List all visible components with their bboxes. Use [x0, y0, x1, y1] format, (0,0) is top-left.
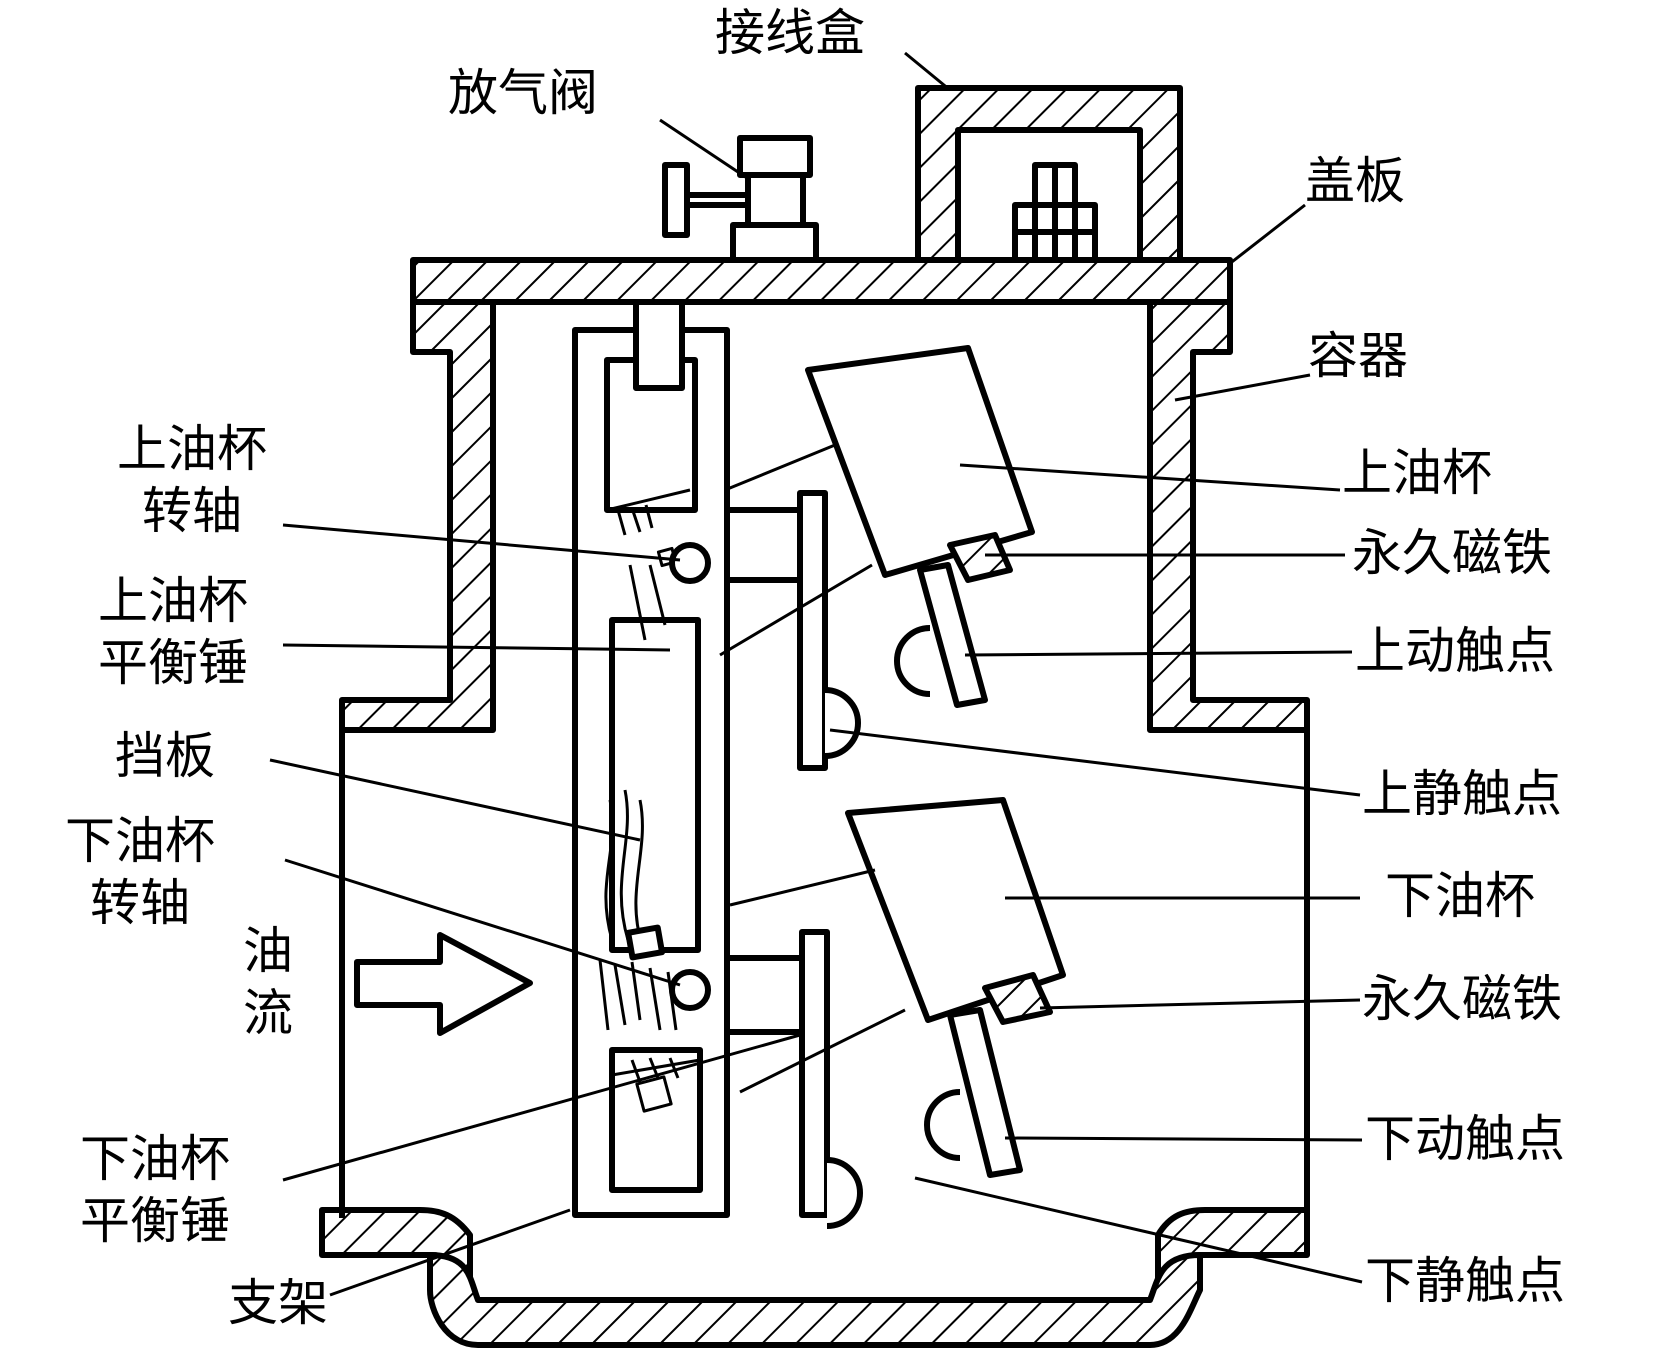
- container-bottom-basin: [427, 1252, 1203, 1348]
- upper-cup-assembly: [727, 345, 1035, 771]
- lower-magnet: [982, 972, 1053, 1025]
- lower-moving-contact: [924, 1089, 961, 1161]
- lower-cup-assembly: [727, 797, 1066, 1229]
- upper-cup-shaft-pivot: [669, 542, 711, 584]
- label-baffle: 挡板: [115, 727, 215, 785]
- label-upper-static-contact: 上静触点: [1362, 765, 1562, 823]
- lower-cup-shaft-pivot: [669, 969, 711, 1011]
- label-upper-cup: 上油杯: [1342, 444, 1492, 502]
- label-upper-moving-contact: 上动触点: [1355, 622, 1555, 680]
- label-cover-plate: 盖板: [1305, 152, 1405, 210]
- leader-lines: [269, 51, 1363, 1297]
- label-oil-flow-line2: 流: [243, 984, 293, 1042]
- label-upper-cup-counterweight: 上油杯 平衡锤: [58, 570, 288, 694]
- label-upper-cup-shaft: 上油杯 转轴: [92, 418, 292, 542]
- upper-magnet: [947, 532, 1013, 583]
- label-lower-moving-contact: 下动触点: [1365, 1110, 1565, 1168]
- vent-valve: [662, 135, 819, 263]
- cover-plate: [410, 257, 1233, 305]
- label-junction-box: 接线盒: [715, 4, 865, 62]
- lower-static-contact: [826, 1157, 863, 1229]
- label-upper-cup-counterweight-line2: 平衡锤: [98, 634, 248, 692]
- label-oil-flow-line1: 油: [243, 922, 293, 980]
- label-permanent-magnet-lower: 永久磁铁: [1362, 970, 1562, 1028]
- lower-moving-contact-arm: [947, 1007, 1023, 1178]
- label-lower-cup-shaft-line1: 下油杯: [65, 812, 215, 870]
- baffle-slot: [609, 617, 701, 953]
- label-lower-cup: 下油杯: [1385, 867, 1535, 925]
- container-right-wall: [1147, 299, 1310, 733]
- container-walls: [319, 299, 1310, 1348]
- label-upper-cup-counterweight-line1: 上油杯: [98, 572, 248, 630]
- lower-counterweight-details: [611, 1057, 701, 1113]
- label-oil-flow: 油 流: [238, 920, 298, 1044]
- label-upper-cup-shaft-line1: 上油杯: [117, 420, 267, 478]
- oil-stream-lines: [598, 959, 678, 1031]
- baffle: [604, 789, 644, 946]
- label-vent-valve: 放气阀: [448, 64, 598, 122]
- lower-cup: [845, 797, 1066, 1023]
- upper-pivot-block: [633, 299, 685, 391]
- label-lower-cup-counterweight-line2: 平衡锤: [80, 1192, 230, 1250]
- container-left-wall: [339, 299, 496, 733]
- bracket: [572, 299, 730, 1218]
- junction-box: [915, 85, 1183, 263]
- label-permanent-magnet-upper: 永久磁铁: [1352, 524, 1552, 582]
- label-bracket: 支架: [228, 1274, 328, 1332]
- label-lower-cup-shaft: 下油杯 转轴: [40, 810, 240, 934]
- upper-static-contact: [824, 687, 861, 759]
- upper-static-contact-bar: [797, 490, 828, 771]
- lower-chamber-outline: [339, 700, 1310, 1218]
- oil-flow-arrow: [354, 932, 533, 1036]
- lower-static-contact-bar: [799, 929, 830, 1218]
- upper-moving-contact-arm: [917, 562, 988, 708]
- upper-moving-contact: [894, 625, 931, 697]
- label-container: 容器: [1308, 327, 1408, 385]
- label-lower-cup-counterweight: 下油杯 平衡锤: [40, 1128, 270, 1252]
- label-lower-cup-shaft-line2: 转轴: [90, 874, 190, 932]
- upper-cup: [805, 345, 1035, 578]
- label-upper-cup-shaft-line2: 转轴: [142, 482, 242, 540]
- label-lower-cup-counterweight-line1: 下油杯: [80, 1130, 230, 1188]
- label-lower-static-contact: 下静触点: [1365, 1252, 1565, 1310]
